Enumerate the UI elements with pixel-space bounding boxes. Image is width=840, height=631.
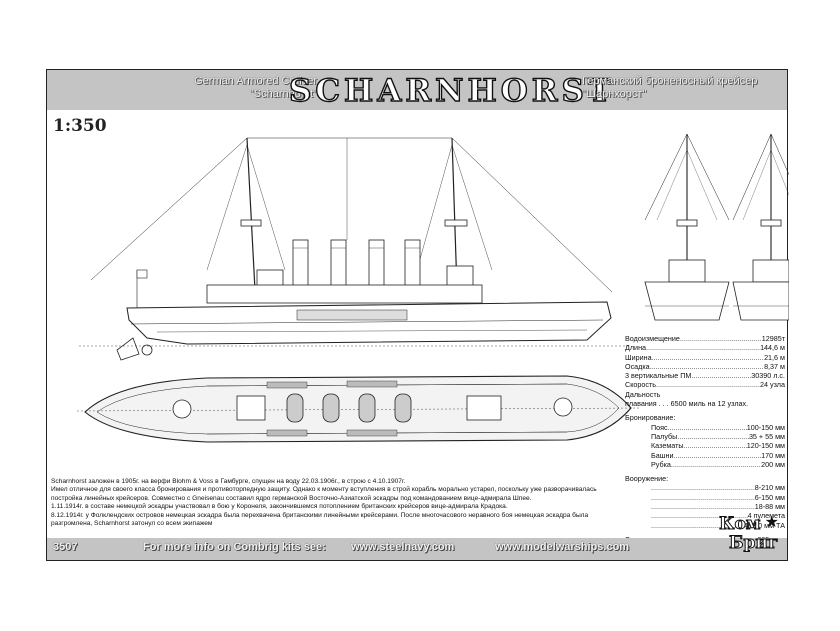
english-subtitle: German Armored Cruiser "Scharnhorst" [127,75,317,101]
armament-row: 18-88 мм [625,502,785,511]
armor-row: Башни170 мм [625,451,785,460]
header-band: German Armored Cruiser "Scharnhorst" SCH… [47,70,787,110]
spec-row: Ширина21,6 м [625,353,785,362]
armament-row: 4 пулемета [625,511,785,520]
armor-row: Пояс100-150 мм [625,423,785,432]
steelnavy-link[interactable]: www.steelnavy.com [351,541,455,553]
history-text: Scharnhorst заложен в 1905г. на верфи Bl… [51,478,621,528]
spec-row: Длина144,6 м [625,343,785,352]
ship-drawings [76,133,789,443]
kit-code: 3507 [53,541,78,553]
armament-row: 4-450 мм ТА [625,521,785,530]
armor-row: Казематы120-150 мм [625,441,785,450]
armament-row: 8-210 мм [625,483,785,492]
side-profile-drawing [79,137,629,361]
spec-row: Водоизмещение12985т [625,334,785,343]
logo-line2: Бриг [728,533,779,554]
more-info-text: For more info on Combrig kits see: [143,541,326,553]
armor-heading: Бронирование: [625,413,676,423]
ship-title: SCHARNHORST [288,72,616,109]
plan-view-drawing [76,375,642,443]
spec-row: Осадка8,37 м [625,362,785,371]
star-icon: ★ [764,514,779,531]
spec-row: 3 вертикальные ПМ30390 л.с. [625,371,785,380]
armor-row: Палубы35 + 55 мм [625,432,785,441]
russian-subtitle-line1: Германский броненосный крейсер [582,75,758,87]
russian-subtitle-line2: "Шарнхорст" [582,88,647,100]
armament-row: 6-150 мм [625,493,785,502]
range-line: плавания . . . 6500 миль на 12 узлах. [625,399,749,409]
combrig-logo: Ком Бриг ★ [717,512,781,558]
english-subtitle-line1: German Armored Cruiser [194,75,317,87]
spec-row: Скорость24 узла [625,380,785,389]
armament-heading: Вооружение: [625,474,669,484]
english-subtitle-line2: "Scharnhorst" [249,88,317,100]
modelwarships-link[interactable]: www.modelwarships.com [495,541,630,553]
history-paragraph: Scharnhorst заложен в 1905г. на верфи Bl… [51,478,406,485]
scale-label: 1:350 [53,116,107,136]
armor-row: Рубка200 мм [625,460,785,469]
logo-line1: Ком [719,514,762,535]
specifications: Водоизмещение12985т Длина144,6 м Ширина2… [625,334,785,544]
footer-band: 3507 For more info on Combrig kits see: … [47,538,787,560]
history-paragraph: Имел отличное для своего класса брониров… [51,486,597,502]
history-paragraph: 1.11.1914г. в составе немецкой эскадры у… [51,503,508,511]
range-label: Дальность [625,389,661,399]
bow-stern-views-drawing [644,133,789,321]
russian-subtitle: Германский броненосный крейсер "Шарнхорс… [582,75,782,101]
kit-instruction-sheet: German Armored Cruiser "Scharnhorst" SCH… [46,69,789,561]
history-paragraph: 8.12.1914г. у Фолклендских островов неме… [51,511,589,528]
